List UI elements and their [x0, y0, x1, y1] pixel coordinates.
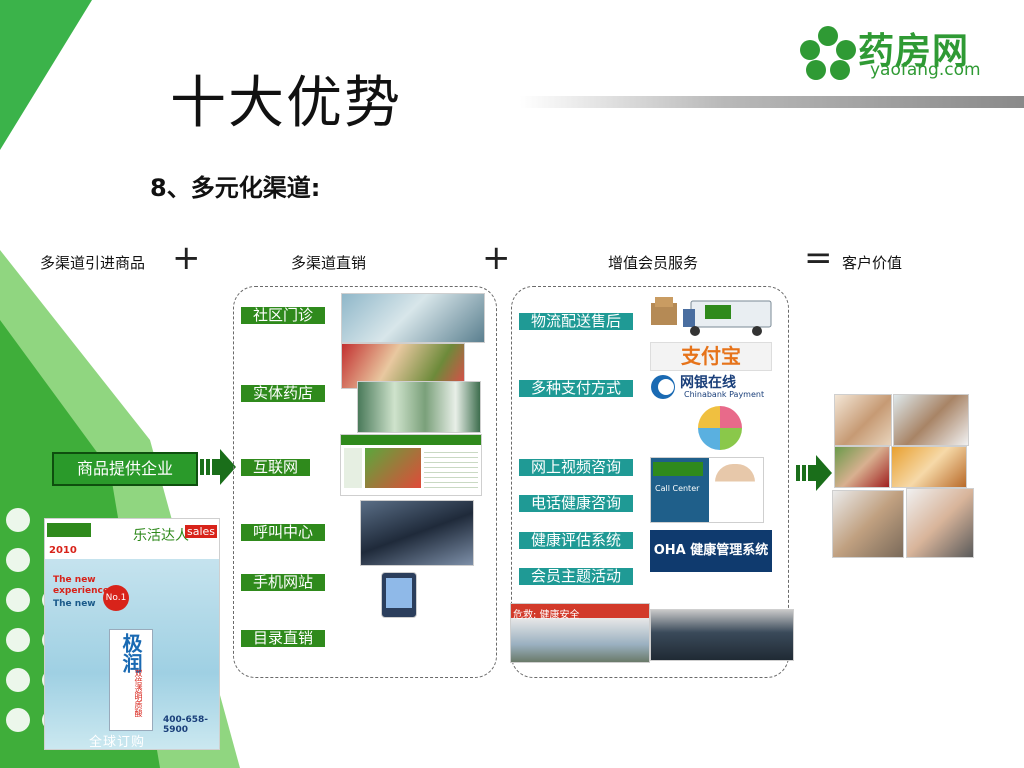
chinabank-logo: 网银在线 Chinabank Payment [650, 372, 774, 402]
call-center-label: Call Center [655, 484, 700, 493]
video-consult-photo: Call Center [650, 457, 764, 523]
magazine-title: 乐活达人 [133, 528, 189, 544]
service-tag: 物流配送售后 [519, 313, 634, 330]
channel-tag: 手机网站 [241, 574, 326, 591]
services-group [511, 286, 789, 678]
logo-url: yaofang.com [870, 60, 981, 80]
customer-photo [834, 394, 892, 446]
truck-icon [651, 297, 772, 336]
service-tag: 健康评估系统 [519, 532, 634, 549]
channel-tag: 社区门诊 [241, 307, 326, 324]
payment-pie-icon [698, 406, 742, 450]
customer-photo [906, 488, 974, 558]
service-tag: 多种支付方式 [519, 380, 634, 397]
column-customer-value: 客户价值 [842, 254, 903, 272]
magazine-product-sub: 双倍透明质酸 [134, 669, 143, 717]
magazine-exp-3: The new [53, 599, 96, 609]
store-interior-photo [357, 381, 481, 433]
alipay-logo: 支付宝 [650, 342, 772, 371]
magazine-exp-2: experience [53, 586, 109, 596]
title-underline [520, 96, 1024, 108]
clinic-photo [341, 293, 485, 343]
magazine-badge: sales [185, 525, 218, 538]
arrow-right-icon [200, 449, 236, 485]
plus-operator-2: + [482, 238, 511, 278]
magazine-hotline: 400-658-5900 [163, 715, 209, 735]
website-screenshot [340, 434, 482, 496]
magazine-no1-badge: No.1 [103, 585, 129, 611]
channels-group [233, 286, 497, 678]
column-direct-sales: 多渠道直销 [291, 254, 367, 272]
customer-photo [891, 446, 967, 488]
mobile-phone-photo [381, 572, 417, 618]
delivery-truck-image [645, 293, 773, 338]
supplier-box: 商品提供企业 [52, 452, 198, 486]
chinabank-icon [651, 375, 675, 399]
event-banner-text: 危救: 健康安全 [513, 610, 580, 621]
chinabank-subtitle: Chinabank Payment [684, 390, 765, 399]
section-subtitle: 8、多元化渠道: [150, 174, 321, 202]
magazine-year: 2010 [49, 545, 77, 556]
channel-tag: 互联网 [241, 459, 311, 476]
customer-photo [893, 394, 969, 446]
yaofang-logo-icon [800, 26, 856, 80]
magazine-product: 极润 [119, 633, 143, 673]
service-tag: 网上视频咨询 [519, 459, 634, 476]
column-member-services: 增值会员服务 [608, 254, 699, 272]
chinabank-name: 网银在线 [680, 375, 736, 391]
service-tag: 电话健康咨询 [519, 495, 634, 512]
event-photo-1: 危救: 健康安全 [510, 603, 650, 663]
customer-photo [834, 446, 890, 488]
column-sources: 多渠道引进商品 [40, 254, 146, 272]
channel-tag: 目录直销 [241, 630, 326, 647]
equals-operator: = [804, 238, 833, 278]
oha-logo: OHA 健康管理系统 [650, 530, 772, 572]
event-photo-2 [650, 609, 794, 661]
plus-operator-1: + [172, 238, 201, 278]
logo-brand: 药房网 [858, 31, 970, 72]
customer-photo [832, 490, 904, 558]
call-center-photo [360, 500, 474, 566]
page-title: 十大优势 [170, 71, 402, 136]
channel-tag: 实体药店 [241, 385, 326, 402]
service-tag: 会员主题活动 [519, 568, 634, 585]
magazine-footer: 全球订购 [89, 735, 146, 750]
channel-tag: 呼叫中心 [241, 524, 326, 541]
catalog-magazine-cover: 乐活达人 sales 2010 The new experience The n… [44, 518, 220, 750]
magazine-exp-1: The new [53, 575, 96, 585]
arrow-right-icon [796, 455, 832, 491]
